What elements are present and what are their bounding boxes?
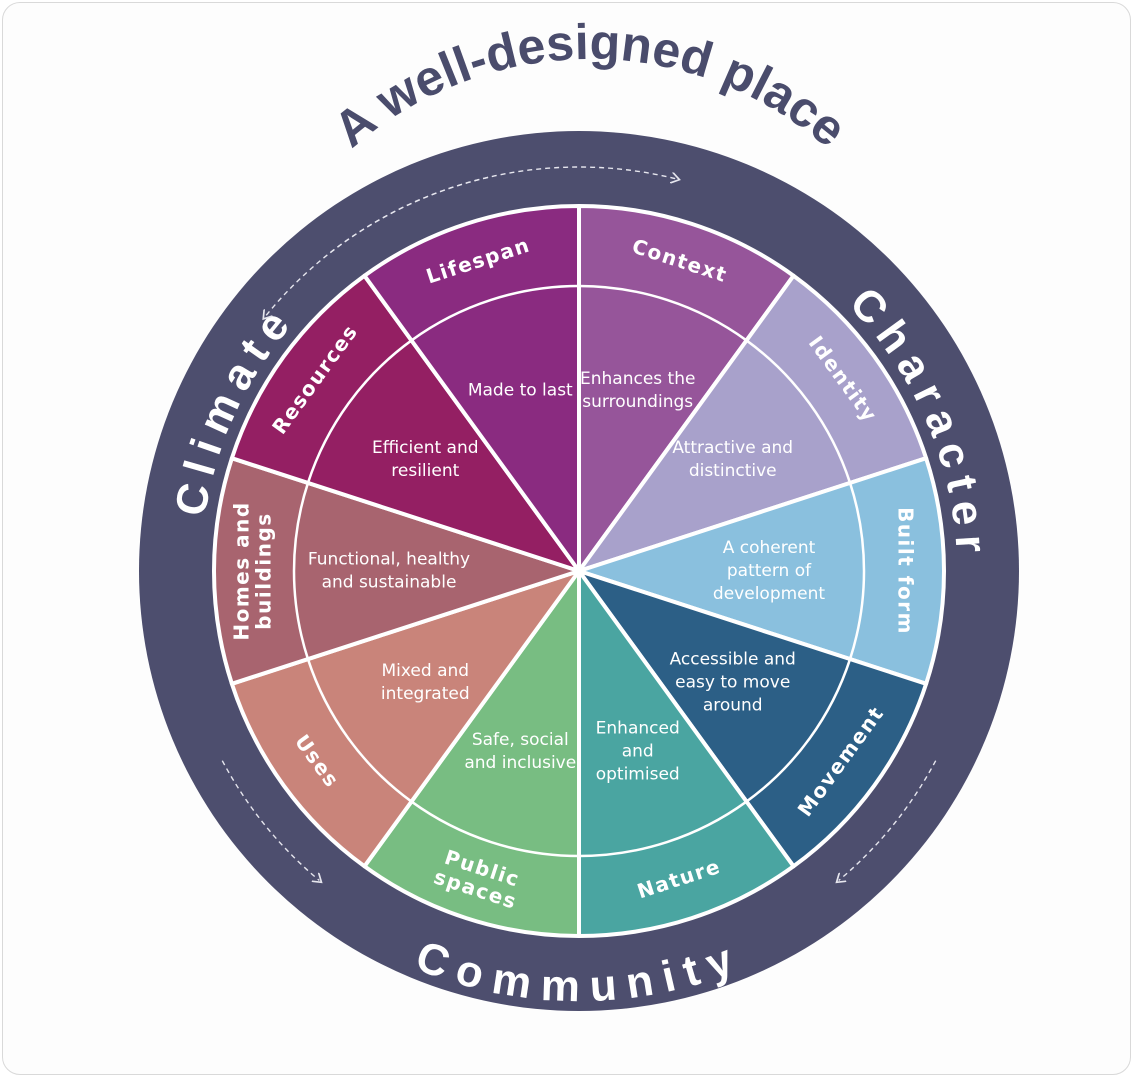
segment-inner-arc	[848, 482, 866, 660]
segment-description-line: easy to move	[675, 673, 790, 693]
segment-name-line: Homes and	[230, 501, 254, 640]
segment-description-line: and inclusive	[464, 753, 576, 773]
segment-2: Built form A coherent pattern of developmen…	[577, 456, 946, 686]
segment-description-line: Attractive and	[672, 438, 793, 458]
segment-description-line: surroundings	[582, 392, 693, 412]
segment-name-line: Built form	[894, 507, 918, 635]
arrow-character-to-community	[839, 760, 937, 881]
segment-description-line: A coherent	[723, 538, 816, 558]
segment-wedge	[212, 456, 581, 686]
arrow-to-climate	[265, 176, 489, 316]
segment-wedge	[229, 273, 581, 573]
segment-inner-arc	[745, 658, 852, 803]
segment-wedge	[577, 569, 929, 869]
segment-wedge	[577, 273, 929, 573]
segment-inner-arc	[306, 339, 413, 484]
segment-description-line: resilient	[391, 461, 459, 481]
segment-description-line: Accessible and	[670, 650, 796, 670]
segment-inner-arc	[306, 658, 413, 803]
segment-description-line: and	[622, 742, 654, 762]
segment-description-line: Mixed and	[381, 661, 469, 681]
segment-description-line: and sustainable	[322, 573, 457, 593]
segment-inner-arc	[578, 800, 748, 858]
segment-inner-arc	[292, 482, 310, 660]
segment-wedge	[362, 569, 581, 938]
segment-description-line: Enhances the	[580, 369, 695, 389]
segment-wedge	[577, 204, 796, 573]
segment-wedge	[362, 204, 581, 573]
segment-wedge	[229, 569, 581, 869]
segment-inner-arc	[578, 284, 748, 342]
segment-description-line: optimised	[596, 765, 680, 785]
segment-wedge	[577, 569, 796, 938]
segment-description-line: integrated	[381, 684, 470, 704]
segment-description-line: distinctive	[689, 461, 777, 481]
segment-wedge	[577, 456, 946, 686]
segment-description-line: Efficient and	[372, 438, 479, 458]
segment-description-line: Functional, healthy	[308, 550, 470, 570]
segment-description-line: around	[703, 696, 763, 716]
segment-inner-arc	[745, 339, 852, 484]
segment-description-line: development	[713, 584, 825, 604]
segment-description-line: pattern of	[727, 561, 812, 581]
arrow-to-character	[329, 166, 676, 254]
segment-inner-arc	[410, 284, 580, 342]
segment-name-line: buildings	[252, 512, 276, 629]
segment-inner-arc	[410, 800, 580, 858]
arrow-climate-to-community	[221, 760, 319, 881]
segment-description-line: Enhanced	[596, 719, 680, 739]
segment-description-line: Safe, social	[472, 730, 569, 750]
segment-description-line: Made to last	[468, 380, 573, 400]
